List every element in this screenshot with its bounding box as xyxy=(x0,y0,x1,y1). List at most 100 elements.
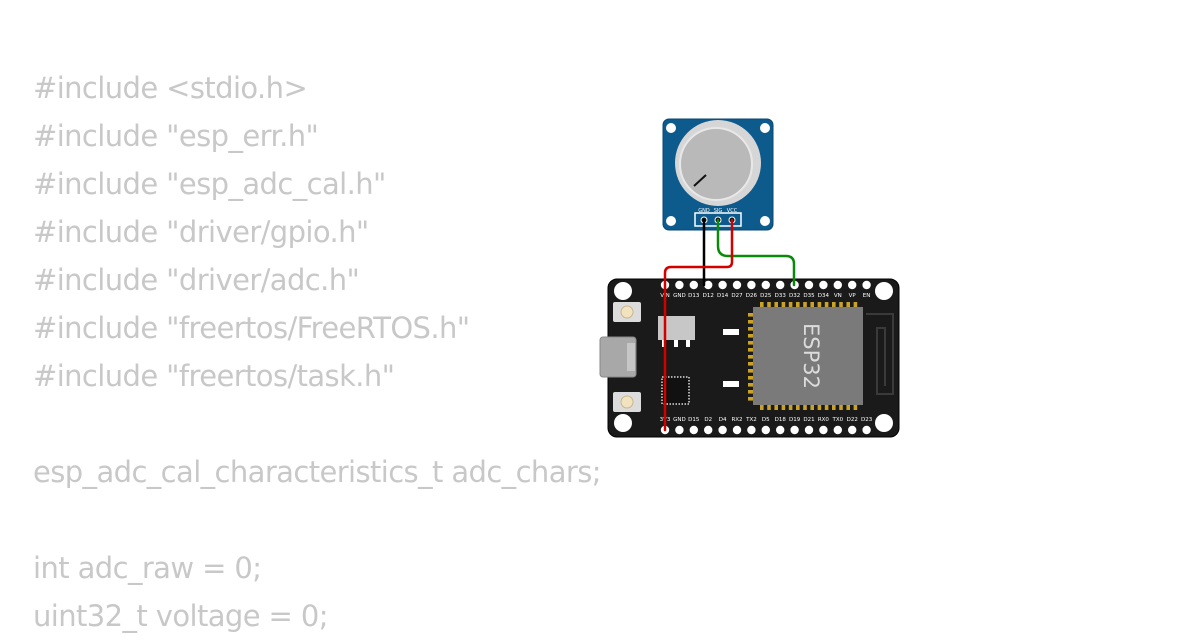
header-pin[interactable] xyxy=(704,425,713,435)
pin-label: D12 xyxy=(703,293,714,299)
pot-pin-label: GND xyxy=(698,208,710,214)
header-pin[interactable] xyxy=(776,425,785,435)
code-line: #include "freertos/FreeRTOS.h" xyxy=(33,311,470,345)
mount-hole xyxy=(875,414,893,432)
header-pin[interactable] xyxy=(848,280,857,290)
module-pad xyxy=(748,313,753,317)
module-pad xyxy=(748,390,753,394)
mount-hole xyxy=(614,414,632,432)
code-line: esp_adc_cal_characteristics_t adc_chars; xyxy=(33,455,601,489)
module-pad xyxy=(832,405,836,410)
code-line: #include <stdio.h> xyxy=(33,71,308,105)
header-pin[interactable] xyxy=(819,425,828,435)
module-pad xyxy=(774,302,778,307)
pin-label: D34 xyxy=(818,293,830,299)
esp32-module: ESP32 xyxy=(748,302,863,410)
pin-label: D32 xyxy=(789,293,800,299)
signal-wire[interactable] xyxy=(716,218,796,287)
header-pin[interactable] xyxy=(689,280,698,290)
module-pad xyxy=(748,348,753,352)
module-pad xyxy=(839,302,843,307)
pin-label: D23 xyxy=(861,417,873,423)
pin-label: D26 xyxy=(746,293,758,299)
header-pin[interactable] xyxy=(689,425,698,435)
pin-label: VN xyxy=(834,293,842,299)
pin-label: D19 xyxy=(789,417,801,423)
pin-label: GND xyxy=(673,417,686,423)
module-pad xyxy=(748,334,753,338)
header-pin[interactable] xyxy=(761,425,770,435)
module-pad xyxy=(748,327,753,331)
module-pad xyxy=(748,383,753,387)
header-pin[interactable] xyxy=(862,280,871,290)
module-pad xyxy=(748,376,753,380)
header-pin[interactable] xyxy=(747,280,756,290)
module-pad xyxy=(824,302,829,307)
module-pad xyxy=(767,302,771,307)
module-pad xyxy=(748,362,753,366)
module-pad xyxy=(853,302,858,307)
module-pad xyxy=(748,341,753,345)
header-pin[interactable] xyxy=(747,425,756,435)
pin-label: VP xyxy=(849,293,857,299)
code-line: #include "driver/adc.h" xyxy=(33,263,360,297)
power-wire[interactable] xyxy=(663,218,734,432)
header-pin[interactable] xyxy=(675,425,684,435)
module-pad xyxy=(788,405,793,410)
pin-label: TX0 xyxy=(831,417,843,423)
module-pad xyxy=(817,302,822,307)
pin-label: D21 xyxy=(803,417,814,423)
header-pin[interactable] xyxy=(718,280,727,290)
module-pad xyxy=(839,405,843,410)
module-pad xyxy=(774,405,778,410)
module-pad xyxy=(788,302,793,307)
header-pin[interactable] xyxy=(732,425,742,435)
header-pin[interactable] xyxy=(718,425,727,435)
module-pad xyxy=(748,320,753,324)
potentiometer-knob[interactable] xyxy=(679,127,753,201)
module-pad xyxy=(796,302,800,307)
header-pin[interactable] xyxy=(776,280,785,290)
pin-label: D35 xyxy=(803,293,815,299)
pot-pin-label: VCC xyxy=(727,208,738,214)
pin-label: D15 xyxy=(688,417,700,423)
header-pin[interactable] xyxy=(790,425,799,435)
mount-hole xyxy=(760,123,770,133)
module-pad xyxy=(803,405,807,410)
pin-label: RX2 xyxy=(731,417,742,423)
pin-label: TX2 xyxy=(745,417,757,423)
header-pin[interactable] xyxy=(819,280,828,290)
header-pin[interactable] xyxy=(833,280,842,290)
module-pad xyxy=(832,302,836,307)
header-pin[interactable] xyxy=(833,425,842,435)
header-pin[interactable] xyxy=(732,280,742,290)
module-pad xyxy=(803,302,807,307)
header-pin[interactable] xyxy=(804,280,814,290)
code-line: #include "driver/gpio.h" xyxy=(33,215,369,249)
mount-hole xyxy=(666,216,676,226)
header-pin[interactable] xyxy=(804,425,814,435)
code-listing: #include <stdio.h>#include "esp_err.h"#i… xyxy=(33,64,601,640)
header-pin[interactable] xyxy=(761,280,770,290)
module-pad xyxy=(824,405,829,410)
module-pad xyxy=(760,405,764,410)
module-pad xyxy=(760,302,764,307)
pin-label: RX0 xyxy=(818,417,830,423)
module-pad xyxy=(781,302,786,307)
header-pin[interactable] xyxy=(675,280,684,290)
boot-button[interactable] xyxy=(613,392,641,412)
code-line: uint32_t voltage = 0; xyxy=(33,599,328,633)
en-button[interactable] xyxy=(613,302,641,322)
mount-hole xyxy=(875,282,893,300)
usb-serial-chip xyxy=(661,376,690,405)
header-pin[interactable] xyxy=(862,425,871,435)
module-pad xyxy=(748,397,753,401)
header-pin[interactable] xyxy=(848,425,857,435)
pin-label: D13 xyxy=(688,293,700,299)
code-line: #include "esp_adc_cal.h" xyxy=(33,167,386,201)
code-line: #include "freertos/task.h" xyxy=(33,359,395,393)
header-pin[interactable] xyxy=(704,280,713,290)
